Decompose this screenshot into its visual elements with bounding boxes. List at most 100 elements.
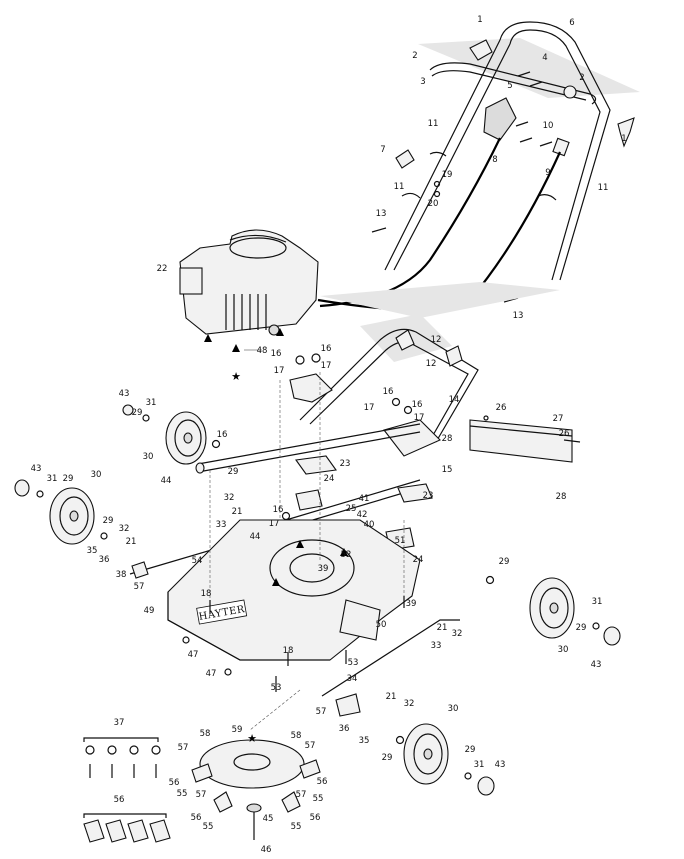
callout-c29c: 29 [63,474,74,484]
washer-16f [281,511,291,521]
callout-c34: 34 [347,674,358,684]
callout-c14: 14 [449,395,460,405]
handle-knob-12a [395,329,415,351]
hub-cap [603,626,621,646]
callout-c52: 52 [341,550,352,560]
callout-c13b: 13 [513,311,524,321]
callout-c13a: 13 [376,209,387,219]
callout-c27: 27 [553,414,564,424]
callout-c30d: 30 [448,704,459,714]
upper-handle-tube-outer [499,21,611,281]
callout-c25: 25 [346,504,357,514]
callout-c32d: 32 [404,699,415,709]
callout-c28a: 28 [442,434,453,444]
callout-c53b: 53 [271,683,282,693]
cable-tie-3 [537,194,557,201]
kit-56-bracket [83,813,167,818]
callout-c57a: 57 [134,582,145,592]
callout-c10: 10 [543,121,554,131]
washer-16b [311,353,321,363]
wheel-hub [549,602,559,614]
wheel-front-right [395,723,495,796]
wheel-spacer [100,532,108,540]
throttle-control-housing [483,97,517,141]
washer-16a [295,355,305,365]
wheel-washer [592,622,600,630]
callout-c17a: 17 [274,366,285,376]
callout-c23b: 23 [423,491,434,501]
callout-c4: 4 [542,53,547,63]
callout-c21b: 21 [126,537,137,547]
callout-c17b: 17 [321,361,332,371]
wheel-rear-left [122,404,207,465]
hub-cap [122,404,134,416]
callout-c15: 15 [442,465,453,475]
callout-c31d: 31 [474,760,485,770]
callout-c26b: 26 [559,429,570,439]
callout-c56b: 56 [317,777,328,787]
marker-triangle-1 [204,334,212,342]
cutter-disc [199,739,305,789]
cable-tie-1 [429,151,447,157]
callout-c59: 59 [232,725,243,735]
operator-bail-bar-inner [431,70,587,101]
kit-37-bracket [83,737,159,742]
deck-marker-1 [272,578,280,586]
kit-37-nut-2 [107,745,117,755]
front-axle-outer [285,479,421,521]
engine-cooling-fins [225,294,267,330]
callout-c53a: 53 [348,658,359,668]
washer-16c [391,397,401,407]
callout-c55b: 55 [313,794,324,804]
callout-c32b: 32 [119,524,130,534]
engine-recoil-ridge [229,234,287,243]
rear-flap-screw [483,415,489,421]
callout-c16e: 16 [217,430,228,440]
wheel-arm-34 [335,693,361,717]
pivot-block-24a [295,489,323,511]
hub-cap [477,776,495,796]
callout-c36b: 36 [339,724,350,734]
callout-c30a: 30 [143,452,154,462]
callout-c55d: 55 [291,822,302,832]
rear-flap-plate [469,419,573,463]
deck-inner-ring [289,553,335,583]
upper-handle-assembly [317,21,640,318]
axle-linkage [129,423,460,717]
cable-end-shade [320,282,560,318]
callout-c49: 49 [144,606,155,616]
callout-c29f: 29 [576,623,587,633]
callout-c57d: 57 [305,741,316,751]
callout-c24b: 24 [413,555,424,565]
cutter-disc-hub [233,753,271,771]
deck-marker-3 [340,548,348,556]
callout-c36a: 36 [99,555,110,565]
callout-c42: 42 [357,510,368,520]
callout-c30c: 30 [558,645,569,655]
callout-c41: 41 [359,494,370,504]
callout-c6: 6 [569,18,574,28]
cutter-disc-assembly: ★ [191,733,321,840]
rear-axle-end [195,462,205,474]
blade-56b [299,759,321,779]
callout-c26a: 26 [496,403,507,413]
callout-c28b: 28 [556,492,567,502]
rear-axle-outer [197,423,421,465]
callout-c47a: 47 [188,650,199,660]
callout-c55c: 55 [203,822,214,832]
kit-56-blade-3 [127,819,149,843]
callout-c37: 37 [114,718,125,728]
callout-c43a: 43 [119,389,130,399]
callout-c32a: 32 [224,493,235,503]
wheel-arm-38 [131,561,149,579]
callout-c9: 9 [545,168,550,178]
wheel-hub [69,510,79,522]
callout-c39b: 39 [406,599,417,609]
upper-handle-tube-inner [509,29,601,281]
rear-axle-inner [197,431,421,473]
callout-c29g: 29 [465,745,476,755]
upper-handle-left-leg [384,39,501,271]
